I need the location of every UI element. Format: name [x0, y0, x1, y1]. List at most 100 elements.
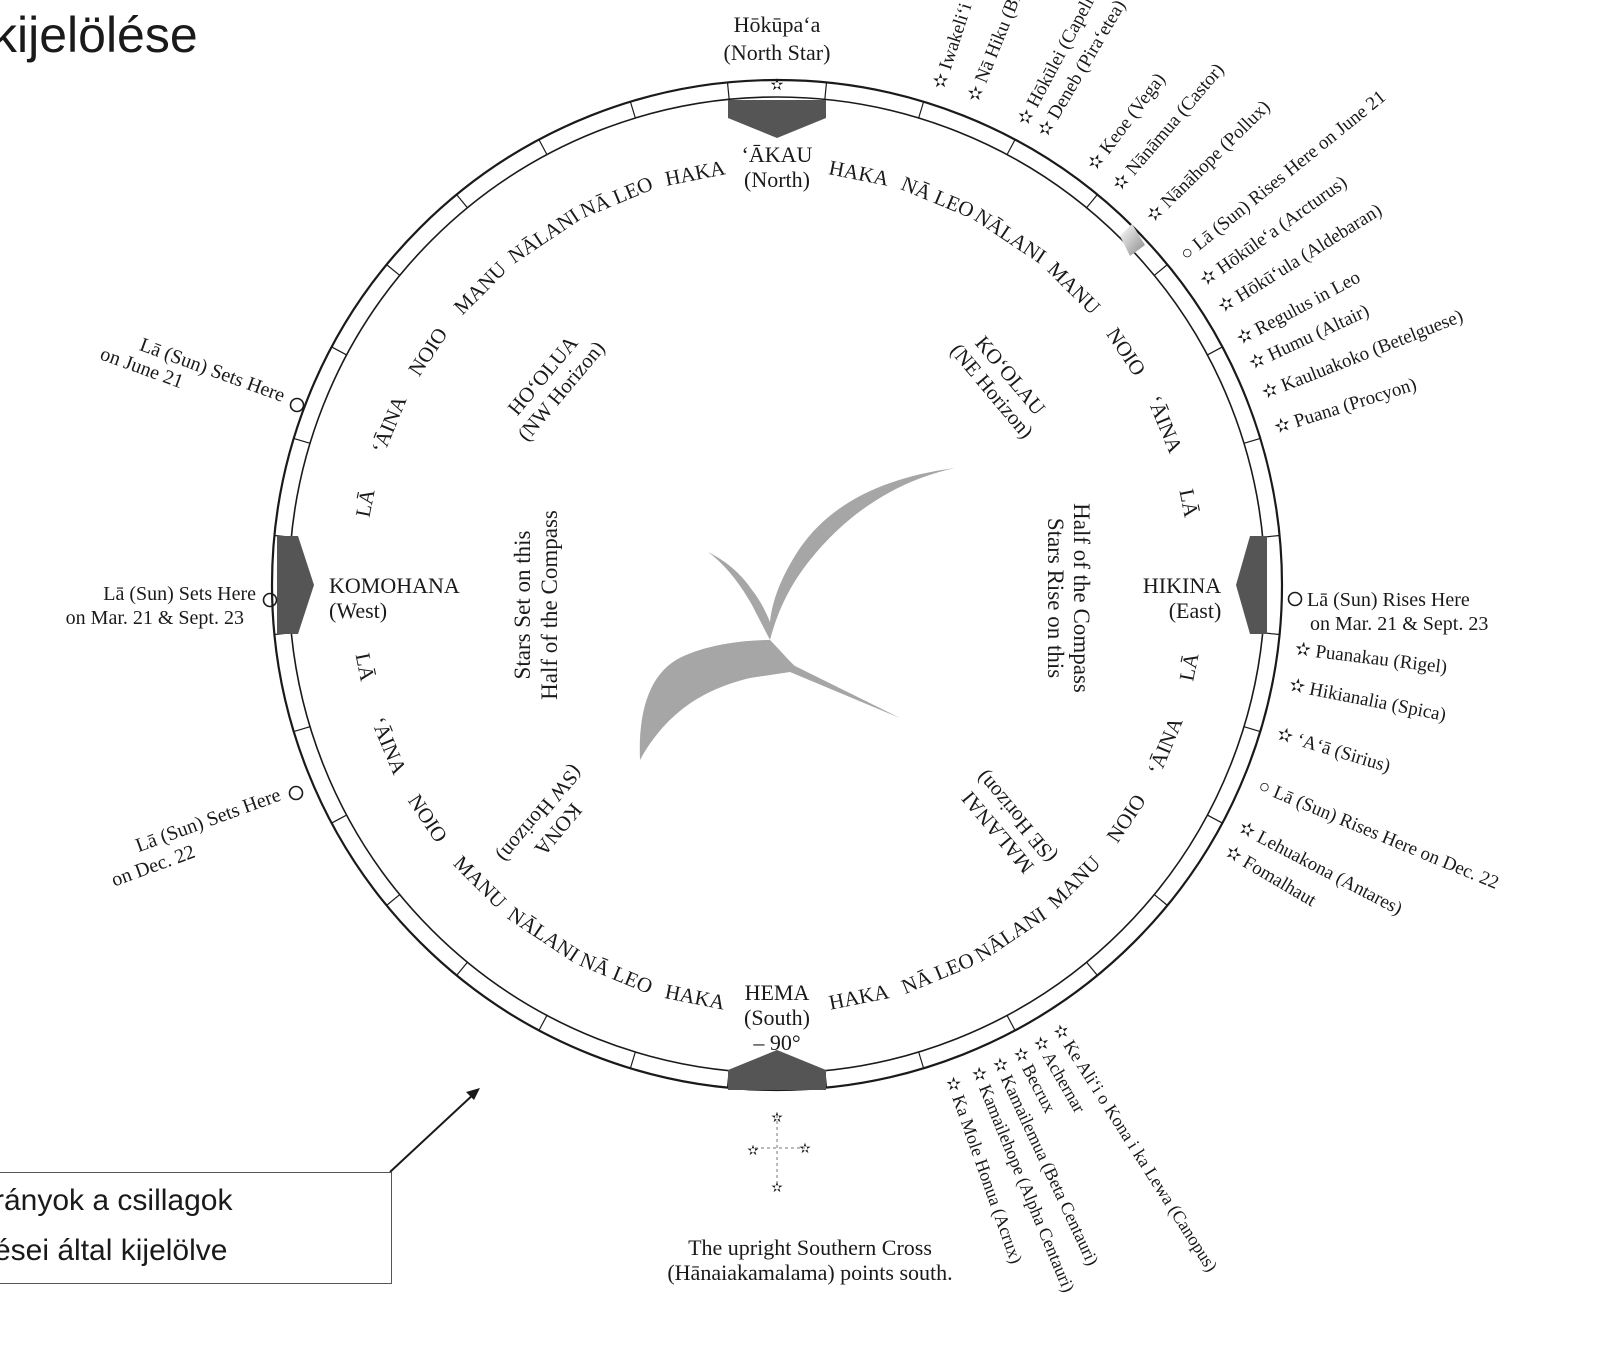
- rim-tick: [456, 194, 468, 209]
- callout-box: [0, 1172, 392, 1284]
- house-label-nalani: NĀLANI: [970, 203, 1050, 268]
- rim-tick: [1243, 726, 1261, 733]
- north-label: ‘ĀKAU: [742, 142, 813, 167]
- house-label-haka: HAKA: [663, 155, 728, 191]
- rim-tick: [293, 726, 311, 733]
- house-label-haka: HAKA: [663, 979, 728, 1015]
- rim-tick: [293, 437, 311, 444]
- house-label-nalani: NĀLANI: [504, 902, 584, 967]
- southern-cross-line2: (Hānaiakamalama) points south.: [667, 1260, 952, 1285]
- north-en-label: (North): [744, 167, 810, 192]
- rim-tick: [629, 101, 636, 119]
- house-label-manu: MANU: [1043, 257, 1105, 319]
- house-label-noio: NOIO: [403, 323, 452, 380]
- callout-text: rányok a csillagok ései által kijelölve: [0, 1176, 232, 1276]
- house-label-la: LĀ: [1174, 487, 1203, 520]
- sun-set-equinox-line2: on Mar. 21 & Sept. 23: [66, 607, 244, 629]
- rim-tick: [1086, 194, 1098, 209]
- sun-set-equinox-line1: Lā (Sun) Sets Here: [103, 583, 256, 605]
- west-en-label: (West): [329, 598, 387, 623]
- house-label-aina: ‘ĀINA: [367, 391, 412, 456]
- rim-tick: [538, 139, 548, 155]
- house-label-aina: ‘ĀINA: [367, 714, 412, 779]
- southern-cross-line1: The upright Southern Cross: [688, 1235, 932, 1260]
- rim-tick: [331, 346, 347, 356]
- svg-text:✫: ✫: [799, 1142, 811, 1157]
- north-marker: [728, 100, 826, 138]
- rim-tick: [1086, 961, 1098, 976]
- slide-title: kijelölése: [0, 7, 198, 63]
- west-label: KOMOHANA: [329, 573, 460, 598]
- rim-tick: [456, 961, 468, 976]
- rim-gradient-ne: [1120, 224, 1145, 256]
- rim-tick: [331, 814, 347, 824]
- callout-line1: rányok a csillagok: [0, 1184, 233, 1217]
- house-label-la: LĀ: [351, 486, 380, 519]
- house-label-nalani: NĀLANI: [970, 902, 1050, 967]
- sun-rise-equinox-line2: on Mar. 21 & Sept. 23: [1310, 613, 1488, 635]
- north-star-icon: ✫: [770, 77, 784, 94]
- svg-text:✫: ✫: [771, 1181, 783, 1196]
- house-label-haka: HAKA: [827, 155, 892, 191]
- south-degree-label: – 90°: [752, 1030, 800, 1055]
- house-label-noio: NOIO: [1102, 790, 1151, 847]
- house-label-na-leo: NĀ LEO: [898, 171, 978, 222]
- house-label-na-leo: NĀ LEO: [898, 947, 978, 998]
- south-en-label: (South): [744, 1005, 810, 1030]
- sun-rise-equinox-marker: [1287, 591, 1303, 607]
- rim-tick: [1006, 139, 1016, 155]
- svg-text:✫: ✫: [747, 1144, 759, 1159]
- rise-half-line1: Stars Rise on this: [1043, 518, 1068, 678]
- house-label-haka: HAKA: [827, 979, 892, 1015]
- rise-half-line2: Half of the Compass: [1069, 503, 1094, 693]
- callout-line2: ései által kijelölve: [0, 1234, 228, 1267]
- star-label: ✫ ‘A‘ā (Sirius): [1274, 724, 1392, 777]
- rim-tick: [824, 82, 828, 100]
- rim-tick: [1006, 1015, 1016, 1031]
- sun-set-dec-marker: [288, 785, 304, 801]
- north-star-en-label: (North Star): [724, 40, 831, 65]
- star-label: ✫ Puanakau (Rigel): [1294, 639, 1449, 679]
- house-label-aina: ‘ĀINA: [1143, 713, 1188, 778]
- star-label: ✫ Hikianalia (Spica): [1287, 675, 1447, 726]
- rim-tick: [538, 1015, 548, 1031]
- rim-tick: [1207, 346, 1223, 356]
- house-label-aina: ‘ĀINA: [1143, 392, 1188, 457]
- house-label-na-leo: NĀ LEO: [576, 171, 656, 222]
- rim-tick: [386, 264, 401, 276]
- rim-tick: [1243, 437, 1261, 444]
- sun-rise-equinox-line1: Lā (Sun) Rises Here: [1307, 589, 1470, 611]
- east-label: HIKINA: [1143, 573, 1221, 598]
- house-label-nalani: NĀLANI: [504, 203, 584, 268]
- house-label-manu: MANU: [449, 851, 511, 913]
- rim-tick: [726, 82, 730, 100]
- rim-tick: [1153, 894, 1168, 906]
- frigate-bird-icon: [639, 468, 955, 760]
- house-label-na-leo: NĀ LEO: [576, 947, 656, 998]
- svg-text:✫: ✫: [771, 1111, 783, 1126]
- rim-tick: [918, 1051, 925, 1069]
- house-label-la: LĀ: [1174, 650, 1203, 683]
- southern-cross-icon: ✫ ✫ ✫ ✫: [747, 1111, 811, 1196]
- sun-set-dec-line1: Lā (Sun) Sets Here: [133, 784, 284, 857]
- west-marker: [277, 536, 314, 634]
- rim-tick: [629, 1051, 636, 1069]
- house-label-noio: NOIO: [1102, 323, 1151, 380]
- east-marker: [1236, 536, 1267, 634]
- rim-tick: [918, 101, 925, 119]
- east-en-label: (East): [1169, 598, 1222, 623]
- callout-arrow: [389, 1088, 480, 1173]
- set-half-line1: Stars Set on this: [510, 531, 535, 680]
- south-label: HEMA: [745, 980, 810, 1005]
- house-label-la: LĀ: [351, 651, 380, 684]
- set-half-line2: Half of the Compass: [537, 510, 562, 700]
- house-label-manu: MANU: [449, 257, 511, 319]
- house-label-noio: NOIO: [403, 790, 452, 847]
- rim-tick: [1153, 264, 1168, 276]
- rim-tick: [1207, 814, 1223, 824]
- south-marker: [728, 1050, 826, 1090]
- sun-set-equinox-marker: [262, 592, 278, 608]
- north-star-label: Hōkūpa‘a: [734, 12, 821, 37]
- sun-set-june-marker: [289, 397, 305, 413]
